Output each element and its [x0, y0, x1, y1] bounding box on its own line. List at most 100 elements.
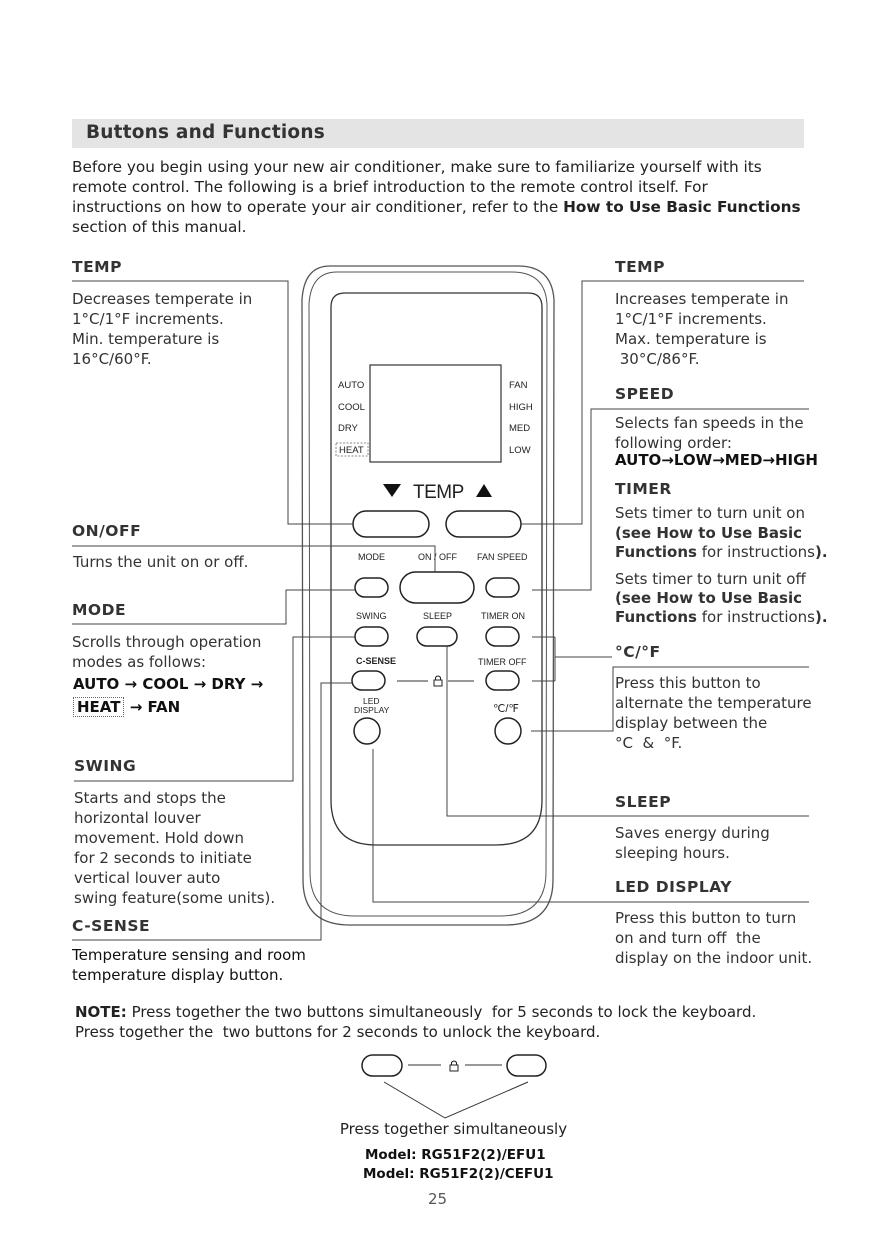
- label-led-display: LED DISPLAY: [615, 878, 732, 896]
- desc-line: Functions for instructions).: [615, 543, 850, 563]
- leader-lines: [72, 280, 809, 941]
- desc-line: display on the indoor unit.: [615, 949, 813, 967]
- lock-diagram-button-right: [506, 1054, 547, 1077]
- desc-line: Sets timer to turn unit on: [615, 504, 805, 522]
- temp-down-arrow-icon: [383, 484, 401, 497]
- desc-line: Starts and stops the: [74, 789, 226, 807]
- intro-text: Before you begin using your new air cond…: [72, 158, 762, 216]
- lock-icon: [433, 675, 443, 687]
- desc-onoff: Turns the unit on or off.: [73, 553, 249, 571]
- desc-line: Sets timer to turn unit off: [615, 570, 806, 588]
- desc-line: temperature display button.: [72, 966, 284, 984]
- mode-seq-fan: → FAN: [124, 698, 181, 716]
- temp-up-arrow-icon: [476, 484, 492, 497]
- lock-diagram-button-left: [361, 1054, 403, 1077]
- lcd-mode-auto: AUTO: [338, 380, 364, 391]
- fanspeed-button: [485, 577, 520, 598]
- desc-bold: Functions: [615, 608, 697, 626]
- mode-sequence-line1: AUTO → COOL → DRY →: [73, 675, 264, 693]
- section-title: Buttons and Functions: [86, 122, 325, 143]
- desc-swing: Starts and stops the horizontal louver m…: [74, 788, 304, 908]
- desc-cf: Press this button to alternate the tempe…: [615, 673, 835, 753]
- leader-sleep: [446, 646, 809, 817]
- speed-sequence: AUTO→LOW→MED→HIGH: [615, 451, 818, 469]
- leader-temp-down: [72, 280, 353, 525]
- remote-button-panel: [330, 292, 543, 846]
- leader-cf: [531, 666, 809, 732]
- lcd-fan-med: MED: [509, 423, 530, 434]
- desc-speed: Selects fan speeds in the following orde…: [615, 413, 825, 453]
- desc-csense: Temperature sensing and room temperature…: [72, 945, 332, 985]
- desc-temp-down: Decreases temperate in 1°C/1°F increment…: [72, 289, 287, 369]
- remote-label-fanspeed: FAN SPEED: [477, 552, 528, 562]
- note-text: Press together the two buttons simultane…: [126, 1003, 757, 1021]
- remote-label-sleep: SLEEP: [423, 611, 452, 621]
- leader-swing: [74, 636, 355, 782]
- desc-line: 16°C/60°F.: [72, 350, 152, 368]
- remote-label-timeroff: TIMER OFF: [478, 657, 527, 667]
- desc-mode: Scrolls through operation modes as follo…: [72, 632, 287, 672]
- desc-line: 1°C/1°F increments.: [72, 310, 224, 328]
- cf-button: [494, 717, 522, 745]
- desc-line: vertical louver auto: [74, 869, 221, 887]
- intro-link-text: How to Use Basic Functions: [563, 198, 801, 216]
- page-number: 25: [427, 1190, 448, 1208]
- desc-line: Saves energy during: [615, 824, 770, 842]
- note-label: NOTE:: [75, 1003, 127, 1021]
- desc-line: for 2 seconds to initiate: [74, 849, 252, 867]
- desc-tail: for instructions: [696, 608, 815, 626]
- leader-led: [372, 749, 809, 903]
- remote-temp-label: TEMP: [413, 482, 464, 503]
- desc-line: (see How to Use Basic: [615, 589, 803, 607]
- lcd-fan-high: HIGH: [509, 402, 533, 413]
- leader-onoff: [72, 545, 436, 572]
- desc-line: Min. temperature is: [72, 330, 220, 348]
- leader-temp-up: [521, 280, 804, 525]
- mode-heat-boxed: HEAT: [73, 697, 125, 717]
- leader-speed: [532, 408, 809, 591]
- swing-button: [354, 626, 389, 647]
- desc-line: °C & °F.: [615, 734, 683, 752]
- timeroff-button: [485, 670, 520, 691]
- desc-timer-off: Sets timer to turn unit off (see How to …: [615, 570, 850, 627]
- lock-diagram-lock-icon: [449, 1060, 459, 1072]
- desc-tail: for instructions: [696, 543, 815, 561]
- desc-line: Decreases temperate in: [72, 290, 253, 308]
- mode-button: [354, 577, 389, 598]
- desc-line: Press this button to: [615, 674, 761, 692]
- leader-mode: [72, 589, 355, 625]
- remote-label-display: DISPLAY: [354, 705, 390, 715]
- lcd-fan-low: LOW: [509, 445, 531, 456]
- desc-line: Functions for instructions).: [615, 608, 850, 627]
- sleep-button: [416, 626, 458, 647]
- intro-tail: section of this manual.: [72, 218, 247, 236]
- label-speed: SPEED: [615, 385, 675, 403]
- remote-label-swing: SWING: [356, 611, 387, 621]
- desc-line: Selects fan speeds in the: [615, 414, 804, 432]
- remote-label-onoff: ON / OFF: [418, 552, 457, 562]
- desc-line: (see How to Use Basic: [615, 523, 803, 542]
- mode-sequence-line2: HEAT → FAN: [73, 697, 181, 717]
- desc-line: 1°C/1°F increments.: [615, 310, 767, 328]
- led-display-button: [353, 717, 381, 745]
- desc-temp-up: Increases temperate in 1°C/1°F increment…: [615, 289, 825, 369]
- temp-down-button: [352, 510, 430, 538]
- desc-line: on and turn off the: [615, 929, 761, 947]
- lock-note: NOTE: Press together the two buttons sim…: [75, 1002, 835, 1042]
- remote-label-led: LED: [363, 696, 380, 706]
- label-onoff: ON/OFF: [72, 522, 142, 540]
- lcd-screen: [369, 364, 502, 463]
- remote-label-cf: ℃/℉: [493, 703, 519, 715]
- desc-led-display: Press this button to turn on and turn of…: [615, 908, 845, 968]
- lcd-heat-box: [335, 442, 369, 457]
- label-cf: °C/°F: [615, 643, 661, 661]
- desc-line: Increases temperate in: [615, 290, 789, 308]
- temp-up-button: [445, 510, 522, 538]
- section-header-bar: [72, 119, 804, 148]
- label-mode: MODE: [72, 601, 127, 619]
- desc-line: Scrolls through operation: [72, 633, 262, 651]
- remote-label-csense: C-SENSE: [356, 656, 396, 666]
- note-line2: Press together the two buttons for 2 sec…: [75, 1023, 601, 1041]
- desc-line: horizontal louver: [74, 809, 201, 827]
